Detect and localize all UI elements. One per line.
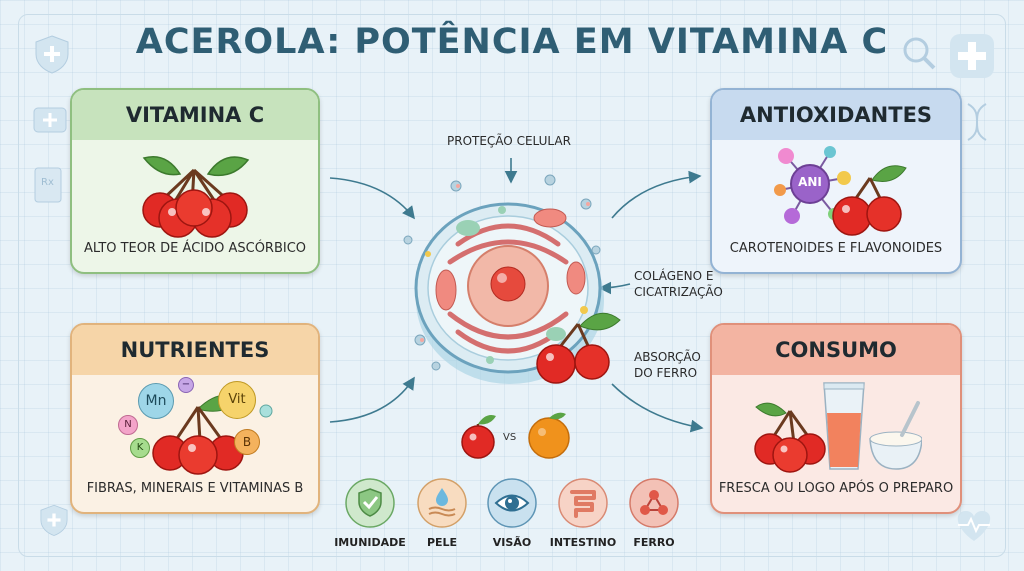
nutrients-caption: FIBRAS, MINERAIS E VITAMINAS B (86, 481, 304, 496)
benefit-imunidade: IMUNIDADE (330, 478, 410, 549)
acerola-juice-bowl-icon (754, 382, 922, 473)
acerola-near-cell-icon (536, 312, 621, 384)
label-colageno-line2: CICATRIZAÇÃO (634, 285, 723, 299)
mineral-dots-icon (259, 404, 273, 418)
arrow-vitc-to-cell (329, 177, 415, 220)
molecule-label: ANI (798, 175, 822, 189)
medical-bag-icon (33, 107, 67, 133)
benefit-imunidade-label: IMUNIDADE (334, 536, 406, 549)
nutrients-card-title: NUTRIENTES (72, 325, 318, 375)
consumption-card: CONSUMO FRESCA OU LOGO APÓS O PREPARO (710, 323, 962, 514)
page-frame (18, 14, 1006, 557)
nutrient-badge-b: B (234, 429, 260, 455)
nutrients-card: NUTRIENTES Mn Vit N K B − FIBRAS, MINERA… (70, 323, 320, 514)
label-absorcao: ABSORÇÃO DO FERRO (634, 349, 701, 381)
shield-plus-icon (40, 504, 68, 536)
antioxidants-caption: CAROTENOIDES E FLAVONOIDES (729, 241, 943, 256)
medical-cross-icon (950, 34, 994, 78)
benefit-pele: PELE (402, 478, 482, 549)
microscope-icon (903, 37, 936, 70)
label-absorcao-line1: ABSORÇÃO (634, 350, 701, 364)
acerola-pair-icon (832, 165, 907, 236)
vs-label: VS (503, 432, 517, 443)
intestine-icon (558, 478, 608, 528)
benefit-ferro: FERRO (614, 478, 694, 549)
heart-pulse-icon (957, 511, 991, 541)
nutrient-badge-k: K (130, 438, 150, 458)
arrow-nutr-to-cell (329, 376, 415, 423)
benefit-visao: VISÃO (472, 478, 552, 549)
skin-drop-icon (417, 478, 467, 528)
benefit-ferro-label: FERRO (633, 536, 675, 549)
benefit-visao-label: VISÃO (492, 536, 532, 549)
vitamin-c-card: VITAMINA C ALTO TEOR DE ÁCIDO ASCÓRBICO (70, 88, 320, 274)
label-absorcao-line2: DO FERRO (634, 366, 698, 380)
nutrient-badge-mn: Mn (138, 383, 174, 419)
prescription-icon: Rx (34, 167, 62, 203)
consumption-card-title: CONSUMO (712, 325, 960, 375)
label-protecao-celular: PROTEÇÃO CELULAR (447, 134, 571, 148)
acerola-cluster-icon (142, 156, 250, 238)
label-colageno-line1: COLÁGENO E (634, 269, 714, 283)
arrow-cell-to-cons (611, 383, 704, 433)
antioxidants-card-title: ANTIOXIDANTES (712, 90, 960, 140)
cell-illustration (414, 202, 604, 384)
shield-plus-icon (35, 35, 69, 74)
antioxidant-particles (403, 174, 601, 371)
eye-icon (487, 478, 537, 528)
arrow-cell-to-anti (611, 170, 702, 219)
shield-check-icon (345, 478, 395, 528)
iron-molecule-icon (629, 478, 679, 528)
label-colageno: COLÁGENO E CICATRIZAÇÃO (634, 268, 723, 300)
consumption-caption: FRESCA OU LOGO APÓS O PREPARO (718, 481, 954, 496)
dna-icon (967, 103, 987, 141)
orange-icon (528, 412, 570, 459)
page-title: ACEROLA: POTÊNCIA EM VITAMINA C (135, 22, 889, 62)
nutrient-badge-vit: Vit (218, 381, 256, 419)
vitamin-c-card-title: VITAMINA C (72, 90, 318, 140)
vitamin-c-caption: ALTO TEOR DE ÁCIDO ASCÓRBICO (83, 241, 307, 256)
benefit-intestino: INTESTINO (543, 478, 623, 549)
svg-text:Rx: Rx (41, 177, 54, 188)
benefit-pele-label: PELE (426, 536, 458, 549)
antioxidants-card: ANTIOXIDANTES ANI CAROTENOIDES E FLAVONO… (710, 88, 962, 274)
benefit-intestino-label: INTESTINO (549, 536, 617, 549)
nutrient-badge-minus: − (178, 377, 194, 393)
acerola-compare-icon (461, 415, 496, 459)
nutrient-badge-n: N (118, 415, 138, 435)
